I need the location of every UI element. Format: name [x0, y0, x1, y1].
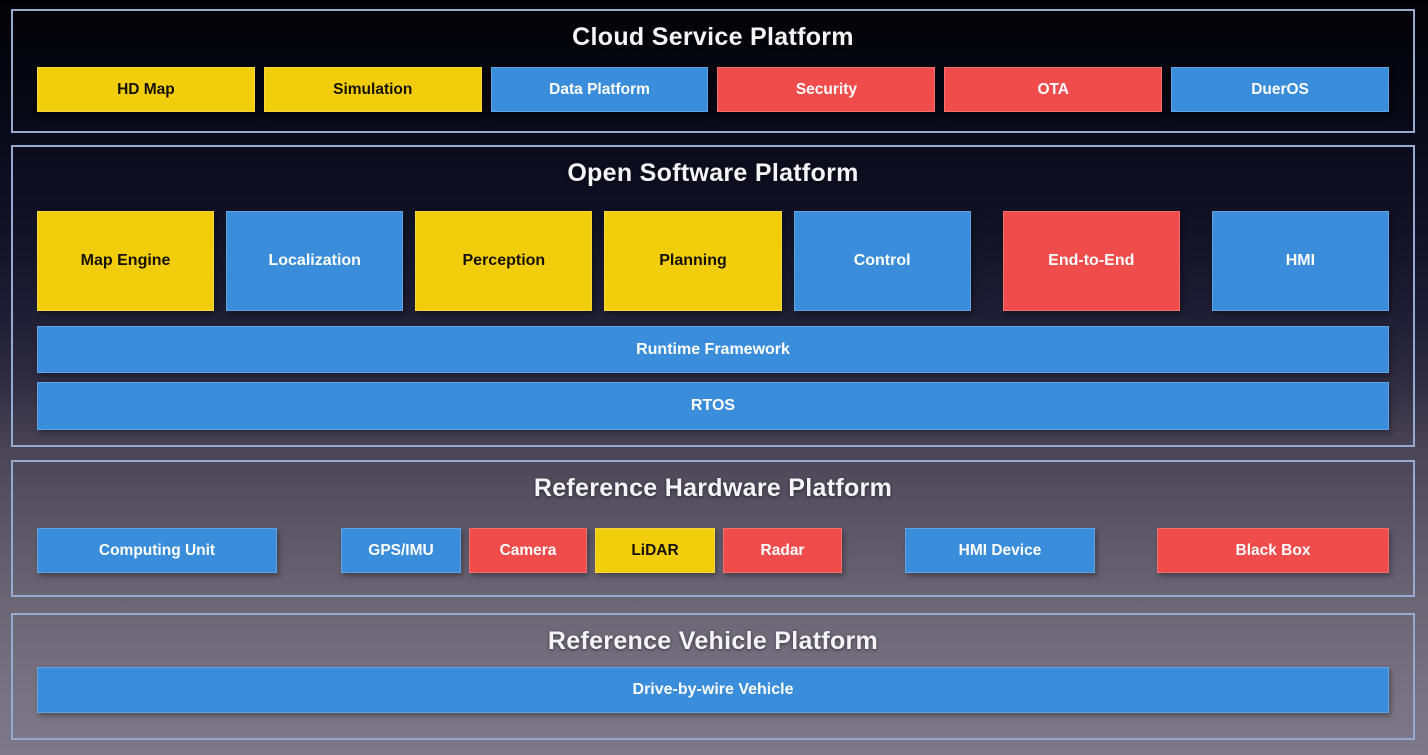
module-box-end-to-end: End-to-End	[1002, 211, 1180, 311]
hardware-box-hmi-device: HMI Device	[905, 528, 1095, 573]
hardware-boxes-row: Computing Unit GPS/IMU Camera LiDAR Rada…	[37, 528, 1389, 573]
cloud-box-simulation: Simulation	[263, 67, 482, 112]
hardware-box-computing-unit: Computing Unit	[37, 528, 277, 573]
module-box-map-engine: Map Engine	[37, 211, 215, 311]
cloud-box-data-platform: Data Platform	[490, 67, 709, 112]
section-cloud-service-platform: Cloud Service Platform HD Map Simulation…	[11, 9, 1415, 133]
hardware-box-camera: Camera	[469, 528, 587, 573]
cloud-box-hd-map: HD Map	[37, 67, 255, 112]
runtime-framework-bar: Runtime Framework	[37, 326, 1389, 373]
software-modules-row: Map Engine Localization Perception Plann…	[37, 211, 1389, 311]
cloud-boxes-row: HD Map Simulation Data Platform Security…	[37, 67, 1389, 112]
section-reference-hardware-platform: Reference Hardware Platform Computing Un…	[11, 460, 1415, 597]
rtos-bar: RTOS	[37, 382, 1389, 430]
cloud-section-title: Cloud Service Platform	[572, 23, 854, 51]
module-box-planning: Planning	[604, 211, 782, 311]
runtime-framework-label: Runtime Framework	[37, 326, 1389, 373]
drive-by-wire-bar: Drive-by-wire Vehicle	[37, 667, 1389, 713]
hardware-box-gps-imu: GPS/IMU	[341, 528, 461, 573]
rtos-label: RTOS	[37, 382, 1389, 430]
module-box-perception: Perception	[415, 211, 593, 311]
drive-by-wire-label: Drive-by-wire Vehicle	[37, 667, 1389, 713]
hardware-box-black-box: Black Box	[1157, 528, 1389, 573]
hardware-section-title: Reference Hardware Platform	[533, 474, 893, 502]
hardware-box-lidar: LiDAR	[595, 528, 715, 573]
module-box-control: Control	[793, 211, 971, 311]
section-open-software-platform: Open Software Platform Map Engine Locali…	[11, 145, 1415, 447]
hardware-box-radar: Radar	[723, 528, 842, 573]
cloud-box-security: Security	[717, 67, 936, 112]
cloud-box-ota: OTA	[944, 67, 1163, 112]
software-section-title: Open Software Platform	[567, 159, 859, 187]
section-reference-vehicle-platform: Reference Vehicle Platform Drive-by-wire…	[11, 613, 1415, 740]
module-box-localization: Localization	[226, 211, 404, 311]
module-box-hmi: HMI	[1211, 211, 1389, 311]
cloud-box-dueros: DuerOS	[1171, 67, 1389, 112]
vehicle-section-title: Reference Vehicle Platform	[547, 627, 879, 655]
